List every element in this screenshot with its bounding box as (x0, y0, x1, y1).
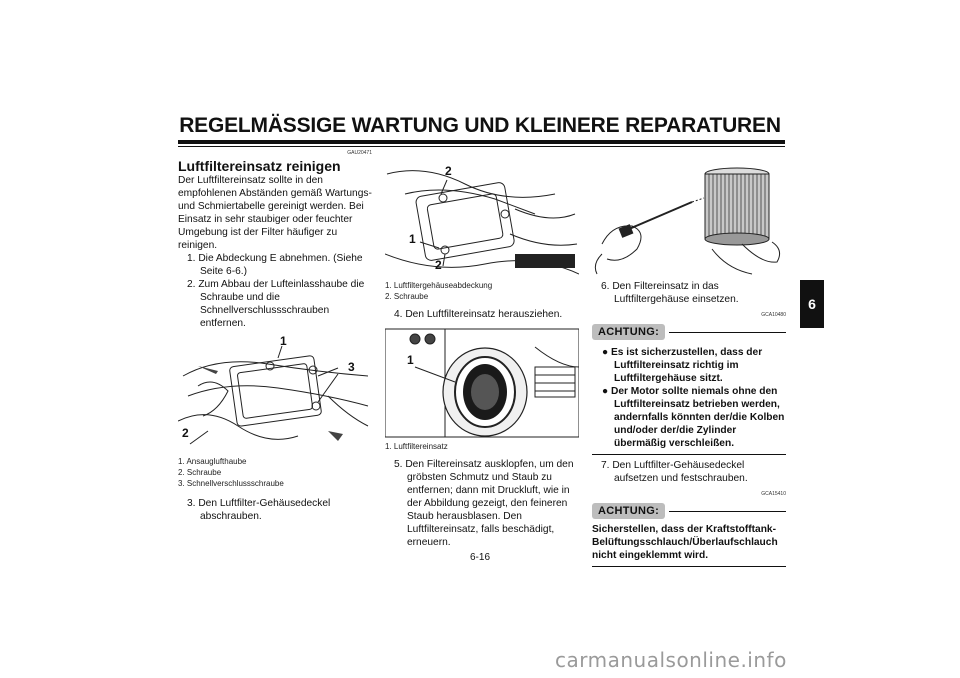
header-rule-thin (178, 146, 785, 147)
page-number: 6-16 (469, 552, 490, 563)
achtung-label-2: ACHTUNG: (592, 503, 666, 519)
figure-compressed-air-cleaning (592, 154, 786, 280)
achtung-label-1: ACHTUNG: (592, 324, 666, 340)
page-header-title: REGELMÄSSIGE WARTUNG UND KLEINERE REPARA… (179, 114, 781, 137)
figure-compressed-air-cleaning-drawing (594, 167, 781, 275)
column-1: GAU20471 Luftfiltereinsatz reinigen Der … (178, 150, 372, 523)
step-3: 3. Den Luftfilter-Gehäusedeckel abschrau… (187, 498, 331, 522)
callout-1: 1 (280, 336, 287, 348)
caution-bullet-1-text: Es ist sicherzustellen, dass der Luftfil… (610, 347, 763, 384)
caution-bullet-1: ● Es ist sicherzustellen, dass der Luftf… (602, 347, 763, 384)
step-7: 7. Den Luftfilter-Gehäusedeckel aufsetze… (601, 460, 748, 484)
figure-air-intake-cover: 1 2 3 (178, 336, 372, 456)
step-2: 2. Zum Abbau der Lufteinlasshaube die Sc… (187, 279, 365, 329)
callout-2: 2 (182, 426, 189, 440)
column-2: 2 1 2 1. Luftfiltergehäuseabdeckung 2. S… (385, 150, 579, 549)
caption-3: 3. Schnellverschlussschraube (178, 479, 284, 488)
caption-1: 1. Luftfiltergehäuseabdeckung (385, 281, 493, 290)
callout-1: 1 (407, 353, 414, 367)
achtung-code-1: GCA10480 (761, 312, 786, 318)
caution-end-rule-2 (592, 566, 786, 567)
step-6: 6. Den Filtereinsatz in das Luftfilterge… (601, 281, 739, 305)
achtung-heading-1: ACHTUNG: (592, 324, 786, 340)
caution-bullet-2-text: Der Motor sollte niemals ohne den Luftfi… (610, 386, 785, 449)
section-title: Luftfiltereinsatz reinigen (178, 158, 341, 174)
callout-2-bottom: 2 (435, 258, 442, 272)
section-code: GAU20471 (347, 150, 372, 156)
callout-2-top: 2 (445, 164, 452, 178)
watermark: carmanualsonline.info (555, 648, 787, 672)
figure-air-filter-cover-drawing (385, 170, 579, 275)
achtung-code-2: GCA15410 (761, 491, 786, 497)
figure-air-intake-cover-drawing (178, 345, 369, 445)
step-5: 5. Den Filtereinsatz ausklopfen, um den … (394, 459, 574, 548)
achtung-line-1 (669, 331, 786, 333)
caption-1: 1. Ansauglufthaube (178, 457, 247, 466)
column-3: 6. Den Filtereinsatz in das Luftfilterge… (592, 150, 786, 567)
caution-bullet-2: ● Der Motor sollte niemals ohne den Luft… (602, 386, 785, 449)
figure-air-filter-element: 1 (385, 327, 579, 441)
caption-element: 1. Luftfiltereinsatz (385, 442, 448, 451)
callout-3: 3 (348, 360, 355, 374)
chapter-tab: 6 (800, 280, 824, 328)
intro-paragraph: Der Luftfiltereinsatz sollte in den empf… (178, 175, 372, 251)
step-1: 1. Die Abdeckung E abnehmen. (Siehe Seit… (187, 253, 363, 277)
step-4: 4. Den Luftfiltereinsatz herausziehen. (394, 309, 563, 320)
achtung-heading-2: ACHTUNG: (592, 503, 786, 519)
caution-end-rule-1 (592, 454, 786, 455)
figure-air-filter-cover: 2 1 2 (385, 154, 579, 280)
figure-air-filter-element-drawing (385, 328, 579, 438)
caption-2: 2. Schraube (385, 292, 429, 301)
callout-1: 1 (409, 232, 416, 246)
caption-2: 2. Schraube (178, 468, 222, 477)
caution-text-2: Sicherstellen, dass der Kraftstofftank-B… (592, 524, 778, 561)
achtung-line-2 (669, 510, 786, 512)
header-rule (178, 140, 785, 144)
